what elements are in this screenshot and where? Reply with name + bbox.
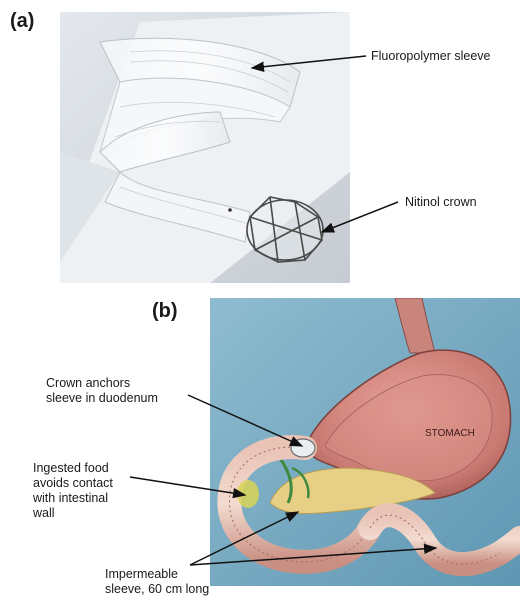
ingested-food-label: Ingested food avoids contact with intest…: [33, 461, 113, 521]
impermeable-sleeve-label: Impermeable sleeve, 60 cm long: [105, 567, 209, 597]
stomach-illustration: [210, 298, 520, 586]
nitinol-crown-label: Nitinol crown: [405, 195, 477, 210]
panel-b-letter: (b): [152, 300, 178, 323]
stomach-label: STOMACH: [425, 426, 475, 441]
panel-a-letter: (a): [10, 10, 34, 33]
sleeve-device-photo: [60, 12, 350, 283]
crown-anchors-label: Crown anchors sleeve in duodenum: [46, 376, 158, 406]
fluoropolymer-sleeve-label: Fluoropolymer sleeve: [371, 49, 491, 64]
